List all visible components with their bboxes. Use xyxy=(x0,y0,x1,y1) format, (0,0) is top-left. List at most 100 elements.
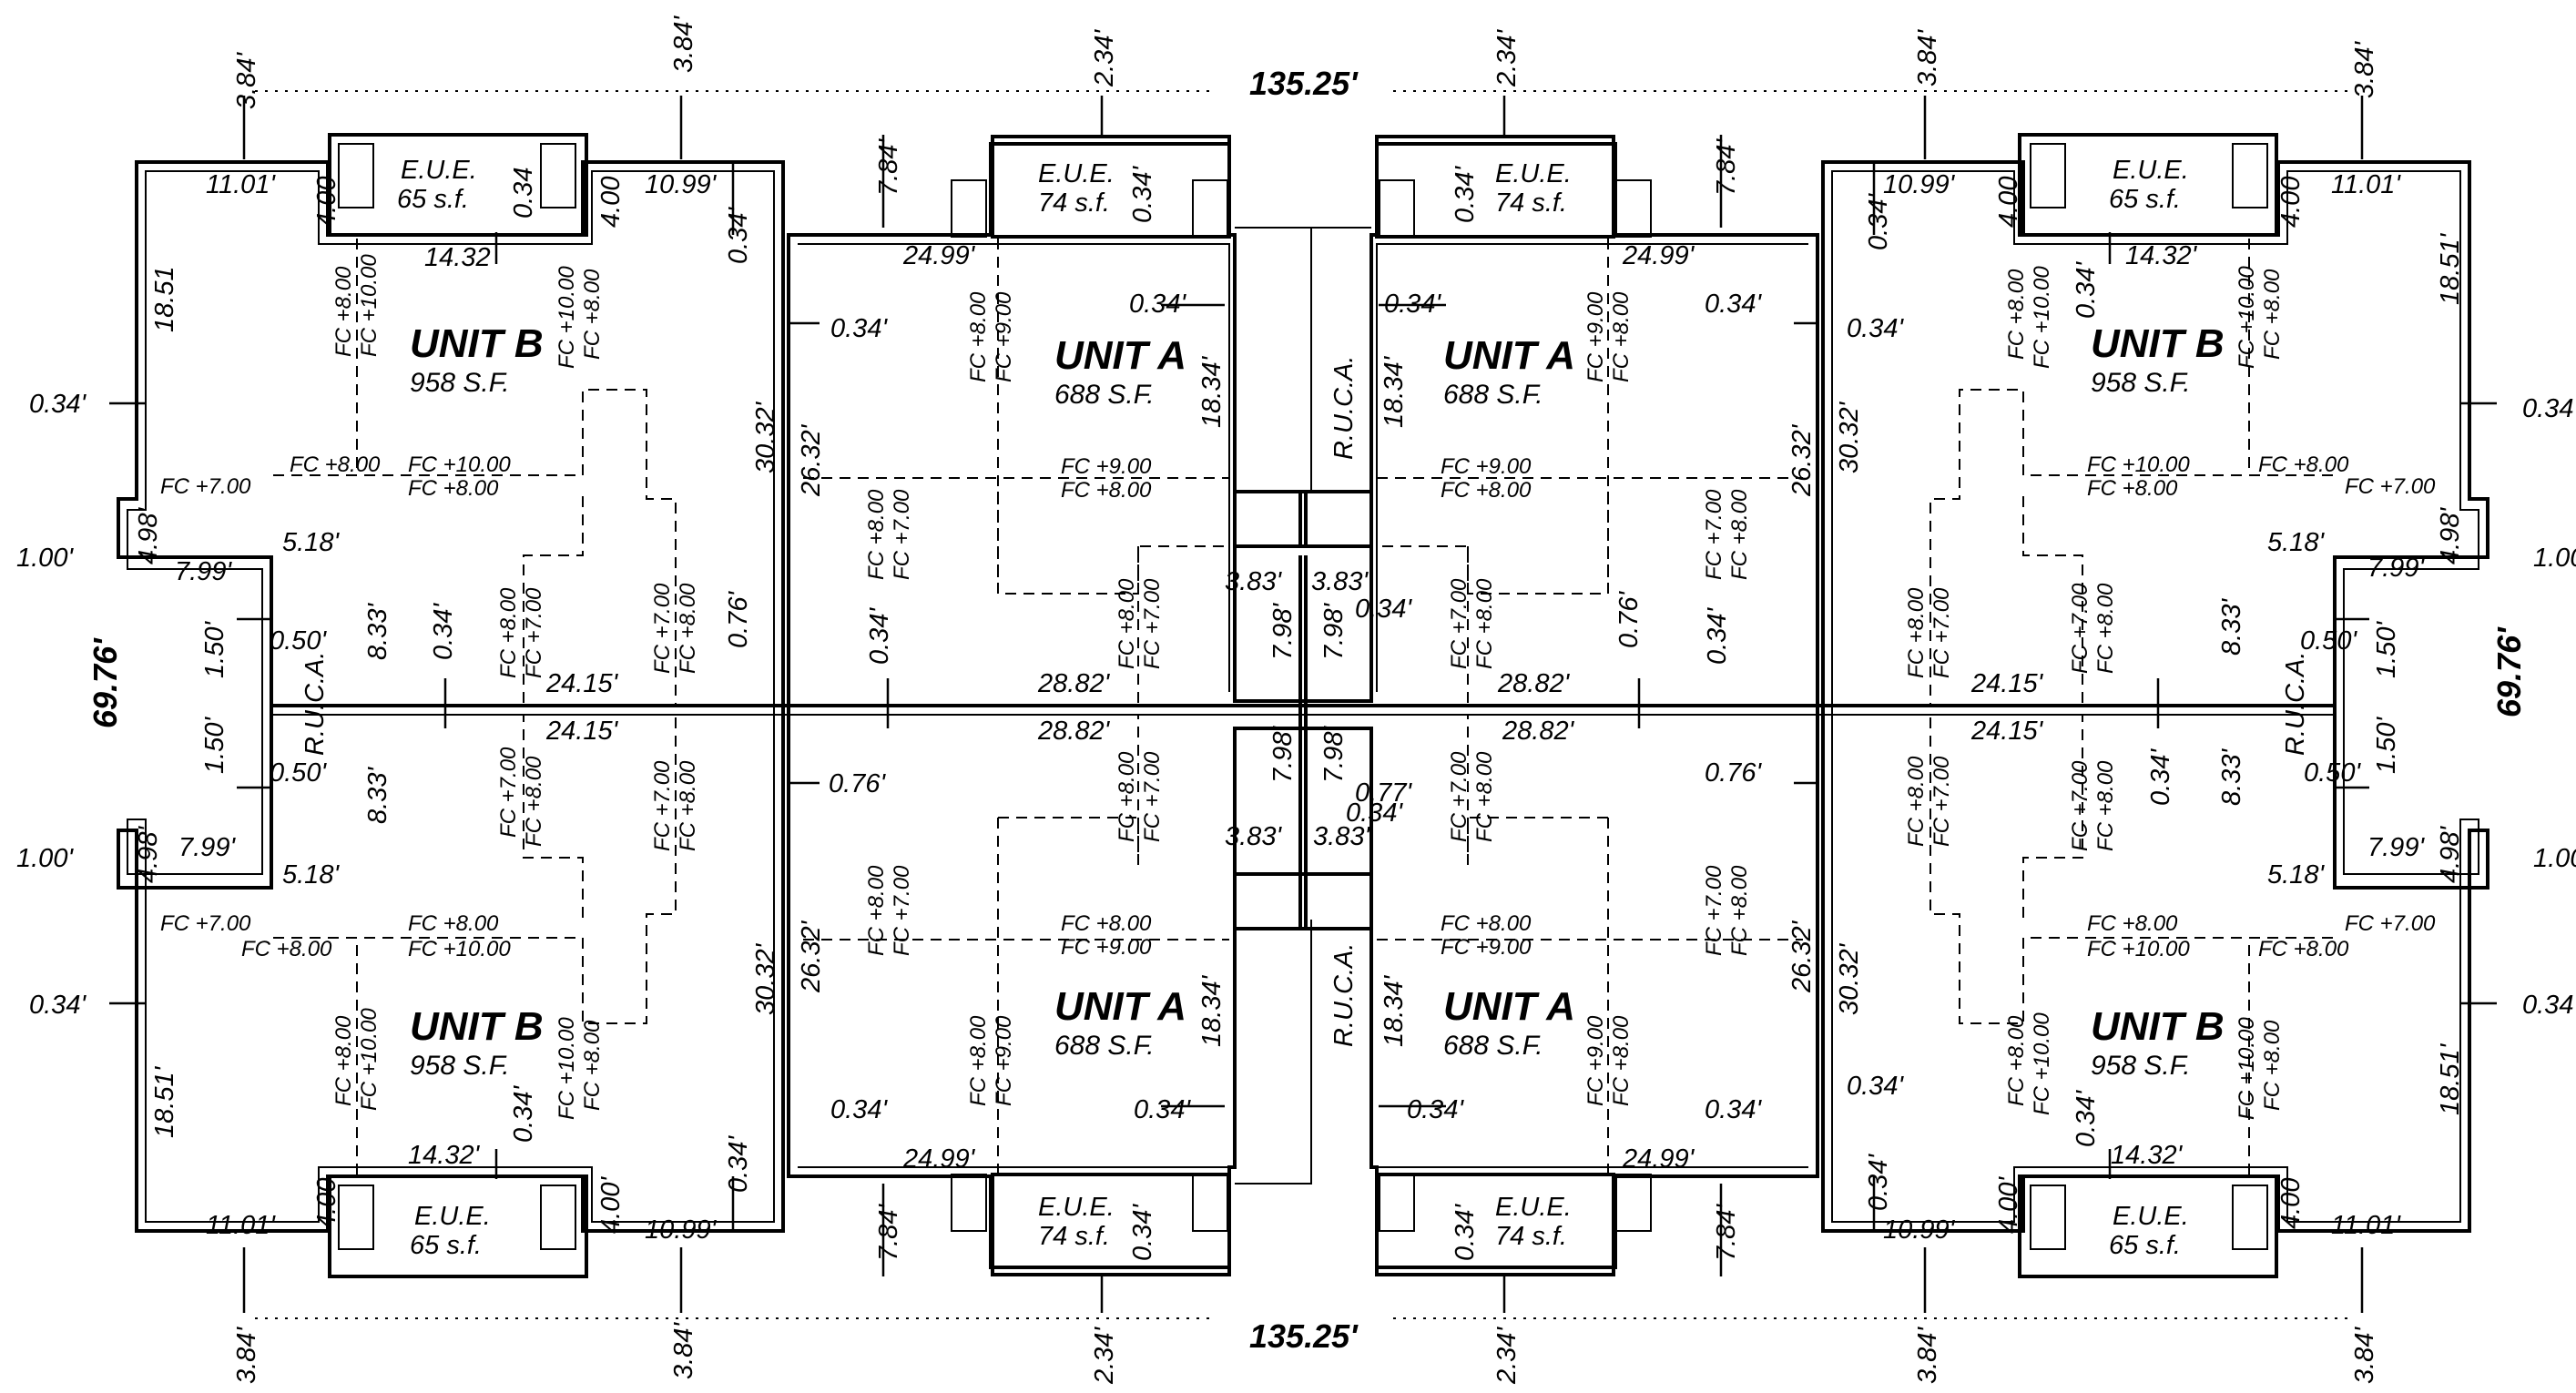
plan-label: FC +8.00 xyxy=(864,865,889,956)
plan-label: 28.82' xyxy=(1037,717,1111,746)
plan-label: 3.84' xyxy=(1913,1327,1942,1384)
plan-label: FC +7.00 xyxy=(522,587,546,678)
plan-label: 0.34' xyxy=(1864,1154,1893,1211)
plan-label: 0.34' xyxy=(724,1135,753,1193)
plan-label: 0.34' xyxy=(830,314,888,343)
plan-label: FC +7.00 xyxy=(2345,911,2436,936)
plan-label: 24.15' xyxy=(545,669,619,698)
plan-label: FC +8.00 xyxy=(2087,476,2178,501)
unit-a-name-tcr: UNIT A xyxy=(1443,333,1575,378)
plan-label: 4.98' xyxy=(2436,507,2465,564)
ruca-labels: R.U.C.A. R.U.C.A. R.U.C.A. R.U.C.A. xyxy=(300,356,2310,1047)
plan-label: FC +8.00 xyxy=(966,291,991,382)
plan-label: 1.00' xyxy=(16,844,74,873)
plan-label: FC +7.00 xyxy=(1447,578,1471,669)
plan-label: FC +10.00 xyxy=(555,1017,579,1120)
plan-label: 0.34' xyxy=(509,1085,538,1143)
plan-label: 0.34' xyxy=(29,390,87,419)
plan-label: 5.18' xyxy=(282,860,340,890)
plan-label: FC +7.00 xyxy=(2068,760,2092,851)
plan-label: 1.50' xyxy=(200,717,229,774)
plan-label: 3.84' xyxy=(669,15,698,73)
floor-elevation-lines xyxy=(273,239,2333,1174)
plan-label: FC +8.00 xyxy=(966,1015,991,1106)
plan-label: 28.82' xyxy=(1502,717,1575,746)
overall-depth-left: 69.76' xyxy=(87,637,124,728)
plan-label: 7.98' xyxy=(1319,726,1349,783)
plan-label: 65 s.f. xyxy=(397,185,469,214)
plan-label: 4.00 xyxy=(1994,177,2023,228)
plan-label: 3.83' xyxy=(1225,822,1282,851)
plan-label: FC +8.00 xyxy=(1115,751,1139,842)
plan-label: FC +7.00 xyxy=(496,747,521,838)
plan-label: 0.34' xyxy=(1864,193,1893,250)
plan-label: 24.15' xyxy=(545,717,619,746)
plan-label: 18.34' xyxy=(1197,355,1227,428)
plan-label: FC +8.00 xyxy=(1904,756,1929,847)
plan-label: 0.34' xyxy=(724,207,753,264)
plan-label: 18.34' xyxy=(1380,974,1409,1047)
unit-b-area-bl: 958 S.F. xyxy=(410,1051,510,1081)
building-outline xyxy=(117,142,2489,1269)
plan-label: 30.32' xyxy=(751,942,780,1015)
plan-label: E.U.E. xyxy=(1038,159,1115,188)
plan-label: 5.18' xyxy=(282,528,340,557)
plan-label: FC +8.00 xyxy=(2260,269,2285,360)
overall-depth-right: 69.76' xyxy=(2490,626,2528,717)
plan-label: R.U.C.A. xyxy=(1329,356,1359,460)
plan-label: FC +10.00 xyxy=(2087,452,2190,477)
plan-label: FC +8.00 xyxy=(580,1020,605,1111)
plan-label: FC +8.00 xyxy=(1609,291,1634,382)
plan-label: 4.98' xyxy=(134,826,163,883)
plan-label: R.U.C.A. xyxy=(300,652,330,756)
plan-label: E.U.E. xyxy=(1495,1193,1572,1222)
plan-label: 1.50' xyxy=(200,621,229,678)
plan-label: 5.18' xyxy=(2267,860,2325,890)
plan-label: 3.84' xyxy=(2350,1327,2379,1384)
plan-label: FC +7.00 xyxy=(890,865,914,956)
plan-label: 7.98' xyxy=(1268,603,1298,660)
plan-label: E.U.E. xyxy=(1038,1193,1115,1222)
overall-width-top: 135.25' xyxy=(1249,65,1359,102)
plan-label: 1.00' xyxy=(16,544,74,573)
plan-label: 0.34' xyxy=(1451,166,1480,223)
plan-label: 0.34' xyxy=(1705,290,1762,319)
plan-label: 3.84' xyxy=(232,52,261,109)
plan-label: FC +8.00 xyxy=(580,269,605,360)
plan-label: 3.83' xyxy=(1313,822,1370,851)
unit-a-area-tcl: 688 S.F. xyxy=(1054,380,1155,410)
plan-label: E.U.E. xyxy=(2113,1202,2189,1231)
plan-label: 18.34' xyxy=(1197,974,1227,1047)
plan-label: 7.84' xyxy=(874,1204,903,1261)
plan-label: 2.34' xyxy=(1090,1327,1119,1385)
plan-label: FC +7.00 xyxy=(1702,489,1726,580)
plan-label: FC +8.00 xyxy=(2004,269,2029,360)
plan-label: 7.98' xyxy=(1268,726,1298,783)
plan-label: R.U.C.A. xyxy=(1329,943,1359,1047)
plan-label: 4.00' xyxy=(596,1176,626,1234)
plan-label: FC +7.00 xyxy=(650,583,675,674)
plan-label: 0.34' xyxy=(2072,1090,2101,1147)
plan-label: 0.34' xyxy=(830,1095,888,1124)
plan-label: FC +9.00 xyxy=(1441,454,1532,479)
plan-label: 28.82' xyxy=(1037,669,1111,698)
plan-label: 11.01' xyxy=(206,170,276,199)
unit-a-area-bcl: 688 S.F. xyxy=(1054,1031,1155,1061)
plan-label: 24.99' xyxy=(902,1144,976,1174)
plan-label: FC +7.00 xyxy=(160,911,251,936)
overall-width-bottom: 135.25' xyxy=(1249,1317,1359,1355)
unit-b-name-tl: UNIT B xyxy=(410,321,544,366)
plan-label: FC +8.00 xyxy=(1472,751,1497,842)
plan-label: 74 s.f. xyxy=(1495,188,1567,218)
plan-label: FC +9.00 xyxy=(1441,935,1532,960)
plan-label: R.U.C.A. xyxy=(2281,652,2310,756)
plan-label: 0.34' xyxy=(1847,314,1904,343)
plan-label: 0.34 xyxy=(509,168,538,219)
plan-label: 30.32' xyxy=(1835,401,1864,473)
dimension-arrows xyxy=(109,96,2497,1313)
plan-label: 0.34' xyxy=(2146,748,2175,806)
plan-label: FC +7.00 xyxy=(2068,583,2092,674)
plan-label: FC +8.00 xyxy=(676,760,700,851)
plan-label: 0.34' xyxy=(865,607,894,665)
